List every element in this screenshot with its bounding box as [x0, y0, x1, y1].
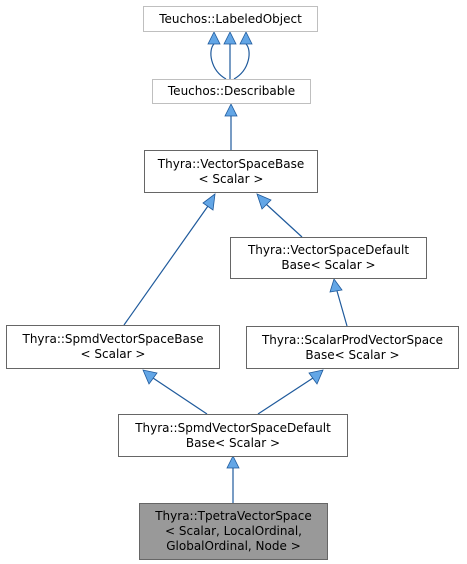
arrowhead-labeledobject-3 [239, 31, 253, 45]
node-label-line: Base< Scalar > [305, 347, 400, 362]
node-thyra-vector-space-default-base[interactable]: Thyra::VectorSpaceDefault Base< Scalar > [230, 237, 427, 279]
edge-describable-labeledobject-2 [210, 43, 227, 80]
arrowhead-vsbase-right [256, 193, 272, 210]
node-label-line: Base< Scalar > [185, 435, 281, 450]
node-label-line: Thyra::TpetraVectorSpace [155, 509, 312, 523]
node-thyra-scalar-prod-vector-space-base[interactable]: Thyra::ScalarProdVectorSpace Base< Scala… [246, 326, 459, 369]
node-thyra-spmd-vector-space-base[interactable]: Thyra::SpmdVectorSpaceBase < Scalar > [6, 325, 220, 369]
node-thyra-vector-space-base[interactable]: Thyra::VectorSpaceBase < Scalar > [144, 150, 318, 193]
arrowhead-vsbase-left [202, 193, 216, 211]
node-thyra-spmd-vector-space-default-base[interactable]: Thyra::SpmdVectorSpaceDefault Base< Scal… [118, 414, 348, 457]
arrowhead-labeledobject-1 [207, 31, 221, 45]
node-label-line: Base< Scalar > [281, 258, 376, 272]
arrowhead-spmddefault [226, 455, 240, 469]
node-label-line: Thyra::ScalarProdVectorSpace [261, 332, 444, 347]
arrowhead-scalarprod [308, 369, 324, 385]
node-label-line: < Scalar, LocalOrdinal, [164, 524, 302, 538]
node-label-line: GlobalOrdinal, Node > [166, 539, 301, 553]
edge-spmddefault-scalarprod [257, 377, 314, 415]
node-label-line: < Scalar > [198, 171, 264, 186]
arrowhead-labeledobject-2 [223, 31, 237, 45]
edge-spmdbase-vsbase [123, 205, 209, 326]
arrowhead-spmdbase [142, 369, 158, 385]
arrowhead-vsdefault [329, 278, 343, 293]
edge-scalarprod-vsdefault [336, 290, 348, 327]
edge-spmddefault-spmdbase [152, 377, 208, 415]
node-teuchos-describable[interactable]: Teuchos::Describable [152, 79, 311, 104]
arrowhead-describable [224, 103, 238, 117]
node-label-line: Thyra::VectorSpaceBase [157, 156, 305, 171]
node-label-line: Teuchos::Describable [167, 84, 296, 98]
node-label-line: Thyra::SpmdVectorSpaceDefault [135, 420, 331, 435]
node-label-line: Thyra::SpmdVectorSpaceBase [22, 332, 204, 346]
node-thyra-tpetra-vector-space: Thyra::TpetraVectorSpace < Scalar, Local… [139, 503, 328, 560]
node-teuchos-labeled-object[interactable]: Teuchos::LabeledObject [143, 6, 318, 32]
edge-vsdefault-vsbase [265, 203, 303, 238]
node-label-line: Thyra::VectorSpaceDefault [247, 243, 410, 257]
edge-describable-labeledobject-3 [233, 43, 250, 80]
node-label-line: < Scalar > [80, 347, 146, 361]
node-label-line: Teuchos::LabeledObject [159, 11, 302, 26]
